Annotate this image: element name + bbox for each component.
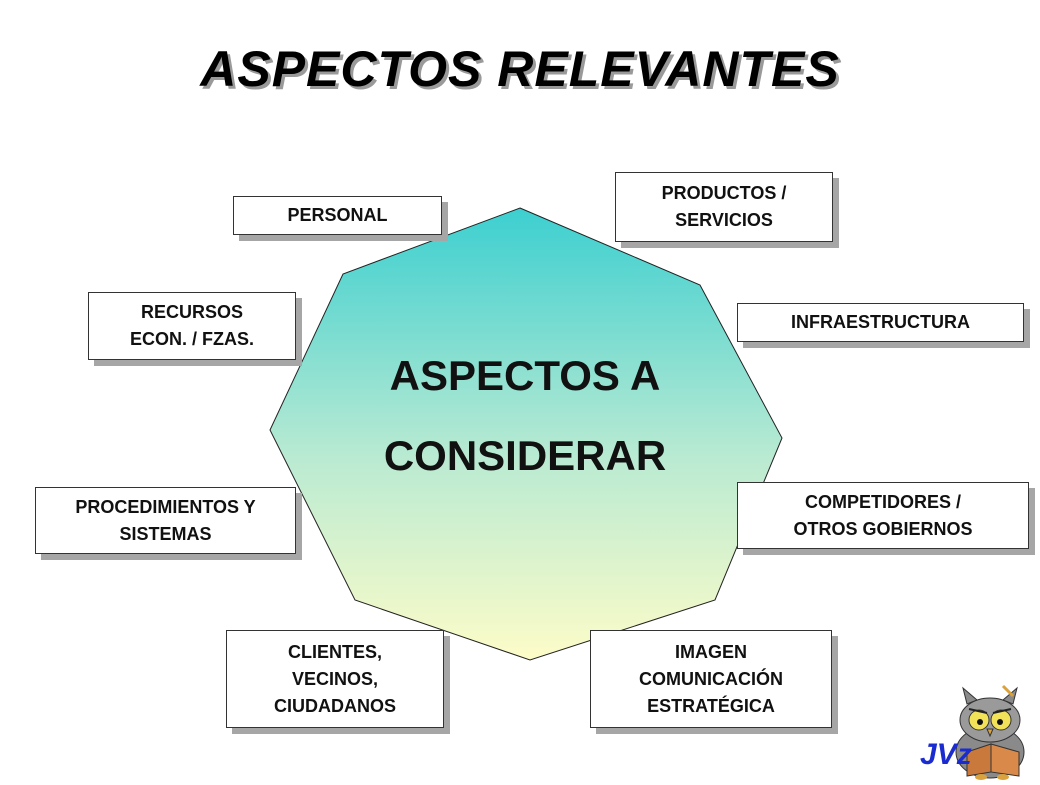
box-productos-servicios: PRODUCTOS / SERVICIOS bbox=[615, 172, 833, 242]
box-infraestructura: INFRAESTRUCTURA bbox=[737, 303, 1024, 342]
jvz-text: JVz bbox=[920, 738, 972, 771]
box-competidores: COMPETIDORES / OTROS GOBIERNOS bbox=[737, 482, 1029, 549]
page-title: ASPECTOS RELEVANTES bbox=[200, 41, 840, 97]
box-recursos: RECURSOS ECON. / FZAS. bbox=[88, 292, 296, 360]
box-personal: PERSONAL bbox=[233, 196, 442, 235]
box-clientes: CLIENTES, VECINOS, CIUDADANOS bbox=[226, 630, 444, 728]
box-procedimientos: PROCEDIMIENTOS Y SISTEMAS bbox=[35, 487, 296, 554]
box-imagen: IMAGEN COMUNICACIÓN ESTRATÉGICA bbox=[590, 630, 832, 728]
owl-reading-icon bbox=[955, 684, 1025, 780]
jvz-logo: JVz bbox=[915, 682, 1040, 780]
center-label-line1: ASPECTOS A bbox=[389, 352, 661, 399]
center-label-line2: CONSIDERAR bbox=[383, 432, 667, 479]
